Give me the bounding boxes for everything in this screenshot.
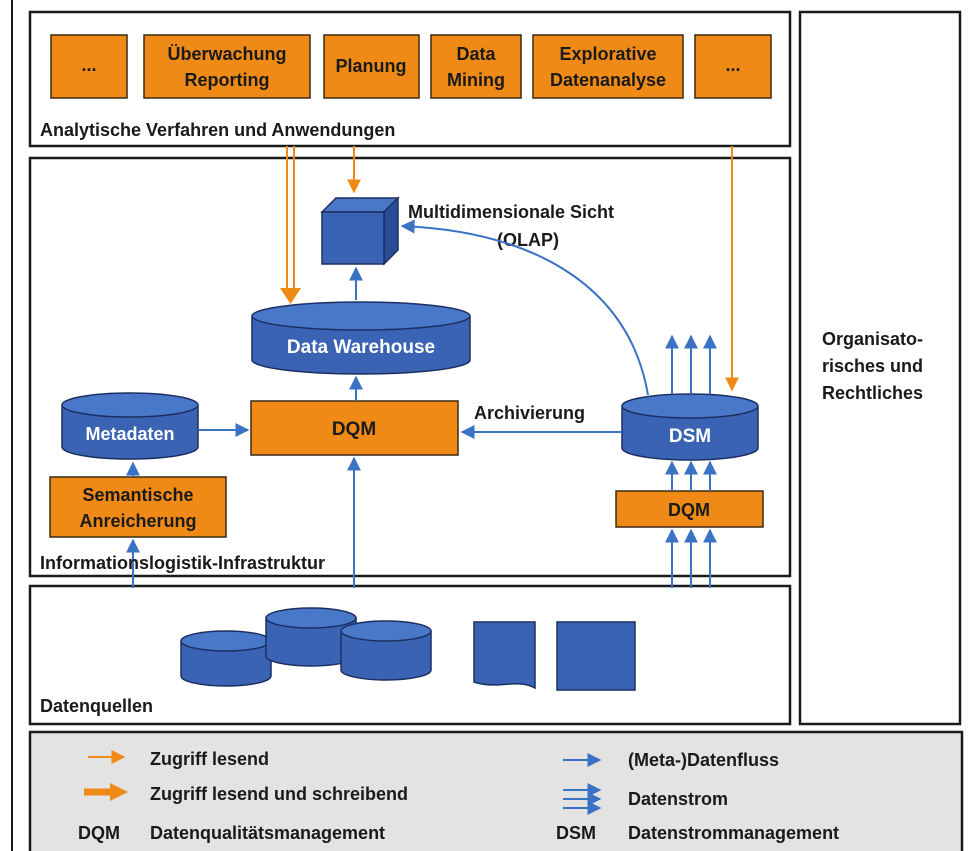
legend-rw-label: Zugriff lesend und schreibend — [150, 784, 408, 804]
semantische-label-line1: Semantische — [82, 485, 193, 505]
app-label: ... — [725, 55, 740, 75]
semantische-label-line2: Anreicherung — [79, 511, 196, 531]
olap-cube-icon — [320, 196, 400, 266]
dqm-center-label: DQM — [332, 419, 376, 440]
datasource-cylinder-1 — [180, 630, 272, 687]
datasources-panel-title: Datenquellen — [40, 696, 153, 716]
app-box-explorative-datenanalyse: Explorative Datenanalyse — [532, 34, 684, 99]
datasource-square-icon — [556, 621, 636, 691]
legend-dsm-abbr: DSM — [556, 823, 596, 843]
metadaten-cylinder: Metadaten — [61, 392, 199, 460]
dsm-cylinder: DSM — [621, 393, 759, 461]
data-warehouse-label: Data Warehouse — [287, 337, 435, 358]
semantische-anreicherung-box: Semantische Anreicherung — [49, 476, 227, 538]
dsm-label: DSM — [669, 426, 711, 447]
legend-rw-arrow-icon — [110, 783, 128, 801]
data-warehouse-cylinder: Data Warehouse — [251, 301, 471, 375]
infra-panel-title: Informationslogistik-Infrastruktur — [40, 553, 325, 573]
app-label: Planung — [336, 56, 407, 76]
side-label-line1: Organisato- — [822, 329, 923, 349]
organizational-panel — [798, 10, 962, 726]
olap-label-line1: Multidimensionale Sicht — [408, 202, 614, 222]
app-box-data-mining: Data Mining — [430, 34, 522, 99]
dqm-right-label: DQM — [668, 500, 710, 520]
app-box-ellipsis-right: ... — [694, 34, 772, 99]
legend-dataflow-label: (Meta-)Datenfluss — [628, 750, 779, 770]
arrow-dsm-to-olap — [400, 219, 649, 396]
metadaten-label: Metadaten — [85, 424, 174, 444]
datasource-cylinder-2 — [265, 607, 357, 667]
legend-dsm-full: Datenstrommanagement — [628, 823, 839, 843]
app-label: ... — [81, 55, 96, 75]
app-label: Mining — [447, 70, 505, 90]
app-label: Datenanalyse — [550, 70, 666, 90]
legend-datastream-label: Datenstrom — [628, 789, 728, 809]
app-box-planung: Planung — [323, 34, 420, 99]
app-label: Reporting — [185, 70, 270, 90]
legend-dqm-abbr: DQM — [78, 823, 120, 843]
side-label-line3: Rechtliches — [822, 383, 923, 403]
dqm-right-box: DQM — [615, 490, 764, 528]
legend-datastream-arrows-icon — [563, 783, 602, 815]
app-box-ellipsis-left: ... — [50, 34, 128, 99]
legend-panel — [28, 730, 964, 851]
legend-dqm-full: Datenqualitätsmanagement — [150, 823, 385, 843]
top-panel-title: Analytische Verfahren und Anwendungen — [40, 120, 395, 140]
app-label: Data — [456, 44, 496, 64]
datasource-cylinder-3 — [340, 620, 432, 681]
app-box-ueberwachung-reporting: Überwachung Reporting — [143, 34, 311, 99]
app-label: Explorative — [559, 44, 656, 64]
archivierung-label: Archivierung — [474, 403, 585, 423]
side-label-line2: risches und — [822, 356, 923, 376]
legend-read-label: Zugriff lesend — [150, 749, 269, 769]
olap-label-line2: (OLAP) — [497, 230, 559, 250]
document-icon — [473, 621, 536, 690]
dqm-center-box: DQM — [250, 400, 459, 456]
app-label: Überwachung — [167, 44, 286, 64]
orange-arrow-rw-head — [280, 288, 301, 304]
